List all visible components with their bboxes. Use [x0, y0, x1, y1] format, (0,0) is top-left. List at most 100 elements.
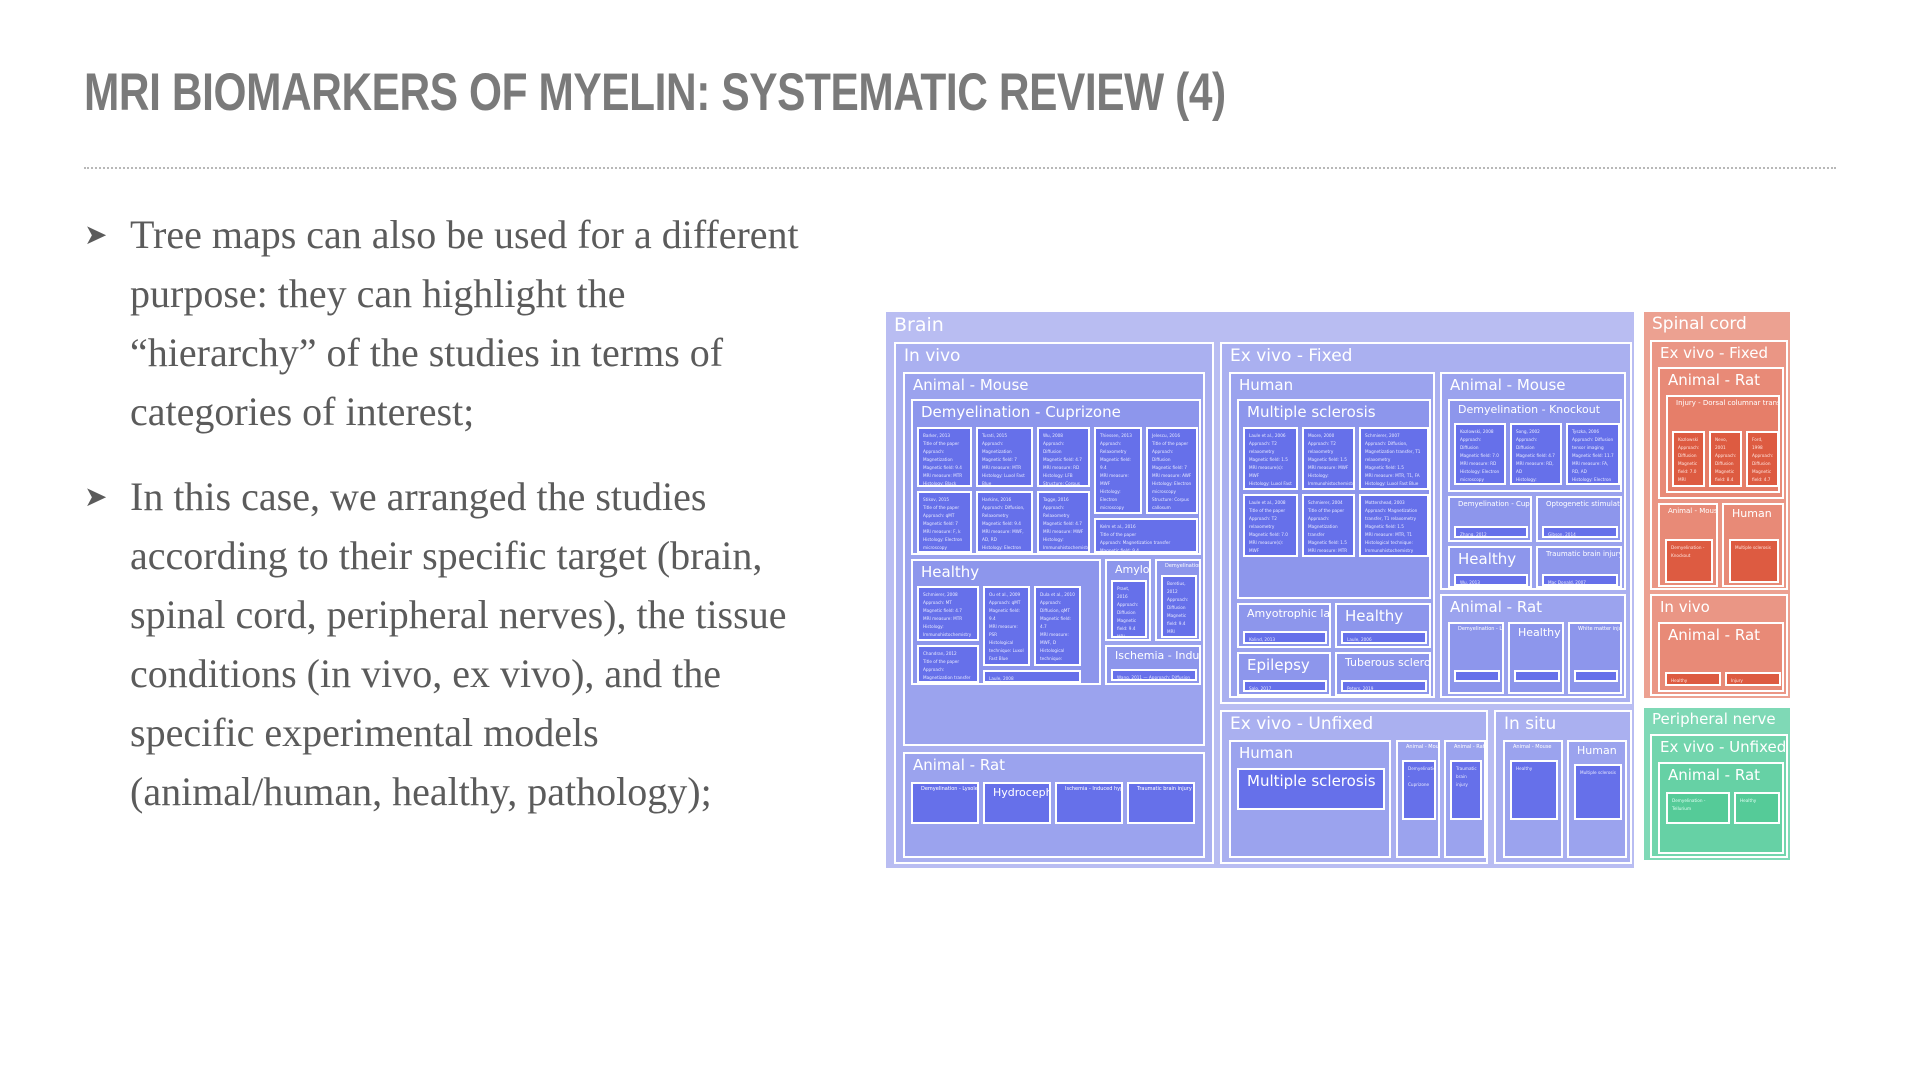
treemap-node-healthy[interactable]: Healthy Schmierer, 2008 Approach: MT Mag…	[911, 559, 1101, 685]
treemap-node-animal-mouse[interactable]: Animal - Mouse Healthy	[1503, 740, 1563, 858]
treemap-leaf[interactable]: Nevo, 2001 Approach: Diffusion Magnetic …	[1709, 431, 1742, 487]
treemap-leaf[interactable]: Dula et al., 2010 Approach: Diffusion, q…	[1034, 586, 1081, 666]
treemap-leaf[interactable]: Multiple sclerosis	[1237, 768, 1385, 810]
treemap-node-animal-rat[interactable]: Animal - Rat Demyelination - Lysolecithi…	[1440, 594, 1626, 698]
treemap-leaf[interactable]: Thiessen, 2013 Approach: Relaxometry Mag…	[1094, 427, 1142, 514]
treemap-leaf[interactable]: Laule et al., 2006 Approach: T2 relaxome…	[1243, 427, 1298, 490]
treemap-leaf[interactable]: Harkins, 2016 Approach: Diffusion, Relax…	[976, 491, 1033, 553]
treemap-node-animal-mouse[interactable]: Animal - Mouse Demyelination - Knockout …	[1440, 372, 1626, 590]
treemap-node-brain[interactable]: Brain In vivo Animal - Mouse Demyelinati…	[884, 310, 1636, 870]
treemap-leaf[interactable]: Ou et al., 2009 Approach: qMT Magnetic f…	[983, 586, 1030, 666]
treemap-leaf[interactable]: Traumatic brain injury	[1127, 782, 1195, 824]
treemap-node-demyelination-knockout[interactable]: Demyelination - Knockout Kozlowski, 2008…	[1448, 399, 1622, 492]
treemap-leaf[interactable]: Mottershead, 2003 Approach: Magnetizatio…	[1359, 494, 1429, 557]
treemap-leaf[interactable]: Kozlowski Approach: Diffusion Magnetic f…	[1672, 431, 1705, 487]
treemap-node-optogenetic-stimulation[interactable]: Optogenetic stimulation Gibson, 2014	[1536, 496, 1622, 542]
treemap-leaf[interactable]: Song, 2002 Approach: Diffusion Magnetic …	[1510, 423, 1562, 485]
treemap-leaf[interactable]: Kolind, 2013	[1243, 631, 1327, 644]
treemap-node-amyotrophic-lateral-sclerosis[interactable]: Amyotrophic lateral sclerosis Kolind, 20…	[1237, 603, 1331, 648]
treemap-leaf[interactable]: Schmierer, 2008 Approach: MT Magnetic fi…	[917, 586, 979, 641]
treemap-node-animal-rat[interactable]: Animal - Rat Demyelination - Tellurium H…	[1658, 762, 1784, 854]
treemap-node-epilepsy[interactable]: Epilepsy Salo, 2017	[1237, 652, 1331, 696]
treemap-node-white-matter-injury[interactable]: White matter injury	[1568, 622, 1622, 694]
treemap-label: Human	[1239, 376, 1294, 394]
treemap-node-human[interactable]: Human Multiple sclerosis Laule et al., 2…	[1229, 372, 1435, 698]
treemap-node-healthy[interactable]: Healthy	[1508, 622, 1564, 694]
treemap-node-multiple-sclerosis[interactable]: Multiple sclerosis Laule et al., 2006 Ap…	[1237, 399, 1431, 599]
treemap-node-animal-rat[interactable]: Animal - Rat Demyelination - Lysolecithi…	[903, 752, 1205, 858]
treemap-leaf[interactable]: Demyelination - Tellurium	[1666, 792, 1730, 824]
treemap-node-healthy[interactable]: Healthy Laule, 2006	[1335, 603, 1431, 648]
treemap-node-demyelination-lysolecithin[interactable]: Demyelination - Lysolecithin	[1448, 622, 1504, 694]
treemap-leaf[interactable]: Schmierer, 2004 Title of the paper Appro…	[1302, 494, 1355, 557]
treemap-node-animal-rat[interactable]: Animal - Rat Injury - Dorsal columnar tr…	[1658, 367, 1784, 499]
treemap-node-ex-vivo-fixed[interactable]: Ex vivo - Fixed Animal - Rat Injury - Do…	[1650, 340, 1788, 590]
treemap-leaf[interactable]: Salo, 2017	[1243, 680, 1327, 692]
treemap-leaf[interactable]: Healthy	[1510, 760, 1558, 820]
treemap-node-traumatic-brain-injury[interactable]: Traumatic brain injury Mac Donald, 2007	[1536, 546, 1622, 588]
treemap-node-animal-mouse[interactable]: Animal - Mouse Demyelination - Knockout	[1658, 503, 1718, 587]
treemap-leaf[interactable]: Multiple sclerosis	[1574, 764, 1622, 820]
treemap-leaf[interactable]: Kelm et al., 2016 Title of the paper App…	[1094, 518, 1198, 553]
treemap-leaf[interactable]	[1454, 670, 1500, 682]
treemap-leaf[interactable]: Laule, 2006	[1341, 631, 1427, 644]
treemap-leaf[interactable]: Kozlowski, 2008 Approach: Diffusion Magn…	[1454, 423, 1506, 485]
treemap-leaf[interactable]: Mac Donald, 2007	[1542, 574, 1618, 586]
treemap-node-in-vivo[interactable]: In vivo Animal - Rat Healthy Injury	[1650, 594, 1788, 696]
treemap-node-ischemia-hypoxia[interactable]: Ischemia - Induced hypoxia Wang, 2011 — …	[1105, 645, 1201, 685]
treemap-node-animal-rat[interactable]: Animal - Rat Traumatic brain injury	[1444, 740, 1486, 858]
treemap-node-human[interactable]: Human Multiple sclerosis	[1722, 503, 1784, 587]
treemap-leaf[interactable]: Peters, 2019	[1341, 680, 1427, 692]
treemap-node-spinal-cord[interactable]: Spinal cord Ex vivo - Fixed Animal - Rat…	[1642, 310, 1792, 700]
treemap-node-injury-dorsal-columnar-transection[interactable]: Injury - Dorsal columnar transection Koz…	[1666, 395, 1780, 493]
treemap-node-human[interactable]: Human Multiple sclerosis	[1567, 740, 1627, 858]
treemap-leaf[interactable]: Boretius, 2012 Approach: Diffusion Magne…	[1161, 575, 1197, 638]
treemap-leaf[interactable]: Jelescu, 2016 Title of the paper Approac…	[1146, 427, 1198, 514]
treemap-leaf[interactable]: Wu, 2008 Approach: Diffusion Magnetic fi…	[1037, 427, 1090, 487]
treemap-leaf[interactable]: Wu, 2013	[1454, 574, 1528, 586]
treemap-leaf[interactable]: Turati, 2015 Approach: Magnetization Mag…	[976, 427, 1033, 487]
treemap-leaf[interactable]: Laule et al., 2008 Title of the paper Ap…	[1243, 494, 1298, 557]
treemap-leaf[interactable]: Demyelination - Knockout	[1665, 539, 1713, 583]
treemap-leaf[interactable]: Chandran, 2012 Title of the paper Approa…	[917, 645, 979, 683]
treemap-node-demyelination-cuprizone[interactable]: Demyelination - Cuprizone Zhang, 2012	[1448, 496, 1532, 542]
treemap-node-ex-vivo-fixed[interactable]: Ex vivo - Fixed Human Multiple sclerosis…	[1220, 342, 1632, 704]
treemap-leaf[interactable]: Tagge, 2016 Approach: Relaxometry Magnet…	[1037, 491, 1090, 553]
treemap-node-demyelination-eae[interactable]: Demyelination - Experimental autoimmune …	[1155, 559, 1201, 641]
treemap-leaf[interactable]: Stikov, 2015 Title of the paper Approach…	[917, 491, 972, 553]
treemap-leaf[interactable]: Injury	[1725, 672, 1781, 686]
treemap-node-peripheral-nerve[interactable]: Peripheral nerve Ex vivo - Unfixed Anima…	[1642, 706, 1792, 862]
treemap-leaf[interactable]: Traumatic brain injury	[1450, 760, 1482, 820]
treemap-leaf[interactable]: Healthy	[1734, 792, 1780, 824]
treemap-leaf[interactable]: Healthy	[1665, 672, 1721, 686]
treemap-node-demyelination-cuprizone[interactable]: Demyelination - Cuprizone Barker, 2013 T…	[911, 399, 1201, 555]
treemap-leaf[interactable]: Hydrocephalus	[983, 782, 1051, 824]
treemap-node-human[interactable]: Human Multiple sclerosis	[1229, 740, 1391, 858]
treemap-leaf[interactable]	[1574, 670, 1618, 682]
treemap-leaf[interactable]: Zhang, 2012	[1454, 526, 1528, 538]
treemap-leaf[interactable]: Ischemia - Induced hypoxia	[1055, 782, 1123, 824]
treemap-leaf[interactable]: Praet, 2016 Approach: Diffusion Magnetic…	[1111, 580, 1147, 638]
treemap-leaf[interactable]: Demyelination - Cuprizone	[1402, 760, 1436, 820]
treemap-leaf[interactable]: Barker, 2013 Title of the paper Approach…	[917, 427, 972, 487]
treemap-node-animal-mouse[interactable]: Animal - Mouse Demyelination - Cuprizone…	[903, 372, 1205, 746]
treemap-node-tuberous-sclerosis-complex[interactable]: Tuberous sclerosis complex Peters, 2019	[1335, 652, 1431, 696]
treemap-leaf[interactable]: Laule, 2008 Approach: Relaxometry Magnet…	[983, 670, 1081, 683]
treemap-leaf[interactable]: Wang, 2011 — Approach: Diffusion — Magne…	[1111, 669, 1197, 681]
treemap-node-ex-vivo-unfixed[interactable]: Ex vivo - Unfixed Animal - Rat Demyelina…	[1650, 734, 1788, 858]
treemap-node-animal-mouse[interactable]: Animal - Mouse Demyelination - Cuprizone	[1396, 740, 1440, 858]
treemap-leaf[interactable]: Ford, 1998 Approach: Diffusion Magnetic …	[1746, 431, 1778, 487]
treemap-leaf[interactable]: Gibson, 2014	[1542, 526, 1618, 538]
treemap-leaf[interactable]	[1514, 670, 1560, 682]
treemap-leaf[interactable]: Schmierer, 2007 Approach: Diffusion, Mag…	[1359, 427, 1429, 490]
treemap-node-brain-in-vivo[interactable]: In vivo Animal - Mouse Demyelination - C…	[894, 342, 1214, 864]
treemap-leaf[interactable]: Moore, 2000 Approach: T2 relaxometry Mag…	[1302, 427, 1355, 490]
treemap-leaf[interactable]: Demyelination - Lysolecithin	[911, 782, 979, 824]
treemap-leaf[interactable]: Tyszka, 2006 Approach: Diffusion tensor …	[1566, 423, 1620, 485]
treemap-node-animal-rat[interactable]: Animal - Rat Healthy Injury	[1658, 622, 1784, 692]
treemap-node-in-situ[interactable]: In situ Animal - Mouse Healthy Human Mul…	[1494, 710, 1632, 864]
treemap-leaf[interactable]: Multiple sclerosis	[1729, 539, 1779, 583]
treemap-node-ex-vivo-unfixed[interactable]: Ex vivo - Unfixed Human Multiple scleros…	[1220, 710, 1488, 864]
treemap-node-amyloidosis[interactable]: Amyloidosis Praet, 2016 Approach: Diffus…	[1105, 559, 1151, 641]
treemap-node-healthy[interactable]: Healthy Wu, 2013	[1448, 546, 1532, 588]
